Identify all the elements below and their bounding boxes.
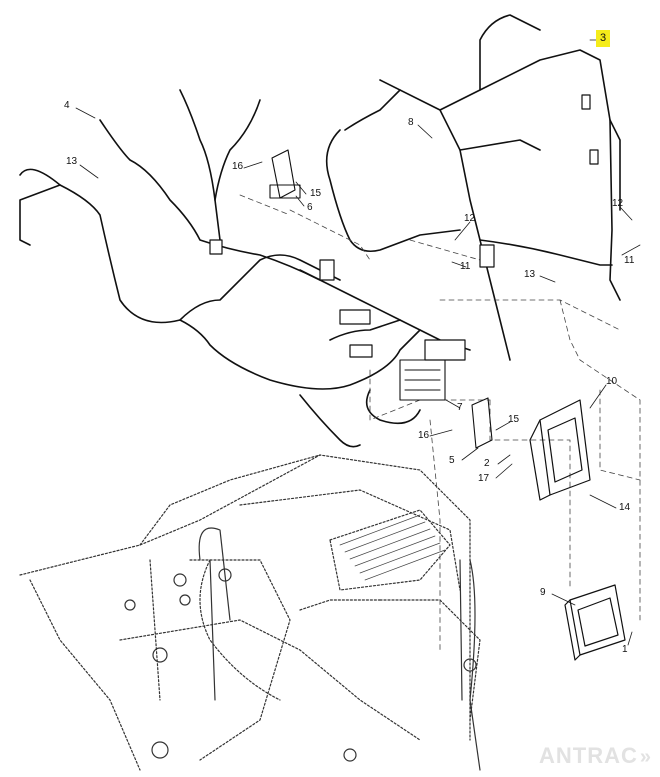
callout-8: 8 xyxy=(408,117,414,128)
connector-cluster xyxy=(209,94,599,361)
callout-16: 16 xyxy=(418,430,430,441)
leader-lines xyxy=(75,39,641,646)
callout-6: 6 xyxy=(307,202,313,213)
callout-15: 15 xyxy=(508,414,520,425)
callout-2: 2 xyxy=(484,458,490,469)
callout-7: 7 xyxy=(457,402,463,413)
rops-pillars xyxy=(198,527,481,771)
harness-cab xyxy=(325,14,621,361)
callout-11: 11 xyxy=(624,255,635,266)
callout-11: 11 xyxy=(460,261,471,272)
watermark-logo: ANTRAC» xyxy=(538,743,652,768)
harness-main xyxy=(19,89,471,448)
callout-9: 9 xyxy=(540,587,546,598)
reference-lines xyxy=(239,194,641,651)
callout-4: 4 xyxy=(64,100,70,111)
callout-13: 13 xyxy=(524,269,536,280)
callout-10: 10 xyxy=(606,376,618,387)
frame-holes xyxy=(124,568,477,762)
callout-13: 13 xyxy=(66,156,78,167)
bracket-plate xyxy=(529,399,591,501)
callout-17: 17 xyxy=(478,473,490,484)
engine-grille xyxy=(339,514,446,581)
callout-12: 12 xyxy=(612,198,624,209)
machine-frame xyxy=(19,454,481,771)
callout-12: 12 xyxy=(464,213,476,224)
controller-module xyxy=(564,584,626,661)
callout-5: 5 xyxy=(449,455,455,466)
callout-3: 3 xyxy=(596,30,611,47)
callout-16: 16 xyxy=(232,161,244,172)
callout-1: 1 xyxy=(622,644,628,655)
callout-14: 14 xyxy=(619,502,631,513)
callout-15: 15 xyxy=(310,188,322,199)
